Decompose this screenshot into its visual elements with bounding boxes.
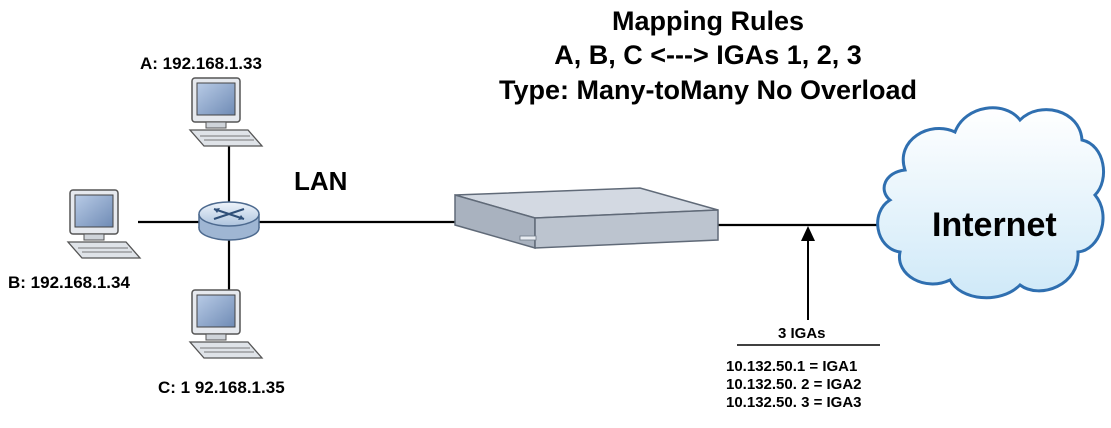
host-b-label: B: 192.168.1.34 xyxy=(8,273,130,292)
connection-lines xyxy=(138,146,895,290)
iga-mapping-1: 10.132.50.1 = IGA1 xyxy=(726,358,858,375)
host-c-label: C: 1 92.168.1.35 xyxy=(158,378,285,397)
title-mapping-pairs: A, B, C <---> IGAs 1, 2, 3 xyxy=(554,40,862,70)
internet-label: Internet xyxy=(932,206,1057,244)
gateway-device-icon xyxy=(454,187,719,249)
lan-label: LAN xyxy=(294,166,348,196)
computer-a-icon xyxy=(188,77,264,147)
computer-b-icon xyxy=(66,189,142,259)
iga-pointer-arrow xyxy=(801,226,815,320)
iga-mapping-3: 10.132.50. 3 = IGA3 xyxy=(726,394,862,411)
iga-mapping-2: 10.132.50. 2 = IGA2 xyxy=(726,376,862,393)
internet-cloud-icon xyxy=(876,106,1105,300)
title-mapping-rules: Mapping Rules xyxy=(611,6,804,36)
title-mapping-type: Type: Many-toMany No Overload xyxy=(498,75,918,105)
switch-hub-icon xyxy=(198,201,260,241)
host-a-label: A: 192.168.1.33 xyxy=(140,54,262,73)
iga-count-label: 3 IGAs xyxy=(778,325,826,342)
computer-c-icon xyxy=(188,289,264,359)
